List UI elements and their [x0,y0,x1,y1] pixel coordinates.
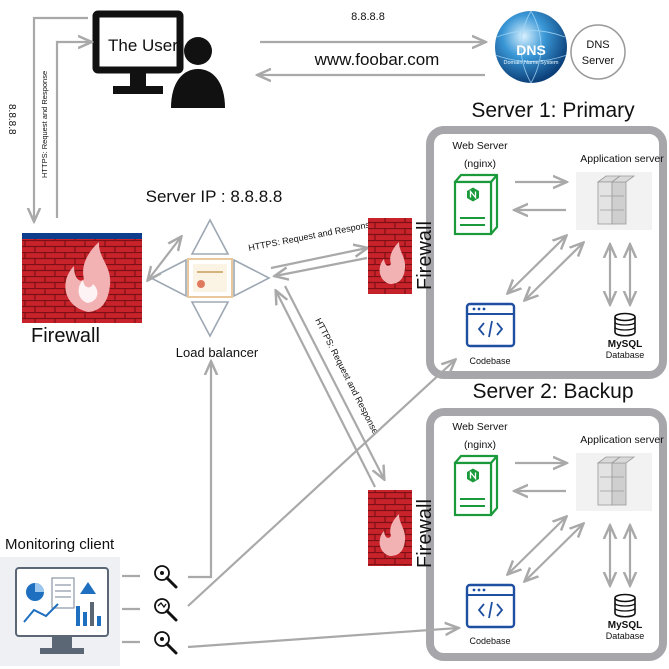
server2-title: Server 2: Backup [472,380,633,403]
server2-firewall-icon [368,490,412,566]
monitoring-client-icon [0,557,120,666]
dns-subtitle: Domain Name System [503,60,558,66]
dns-domain-label: www.foobar.com [314,50,440,69]
server2-webserver-label-2: (nginx) [464,439,496,451]
arrow-monitor-to-server2 [187,628,458,649]
arrow-s1-codebase-app-2 [525,243,583,300]
arrow-s2-codebase-app-2 [525,524,583,581]
arrow-backup-to-lb [276,291,376,488]
arrow-lb-to-backup [284,285,384,479]
dns-server-label-1: DNS [586,39,609,51]
dns-node: DNS Domain Name System DNS Server [494,10,626,84]
server2-box [426,408,667,661]
server2-firewall-label: Firewall [414,499,436,568]
arrow-monitor-to-lb [188,362,211,579]
server2-db-icon [614,593,636,618]
arrow-primary-to-lb [275,256,368,276]
server2-appserver-label: Application server [580,434,664,446]
server1-webserver-label-1: Web Server [452,140,508,152]
server2-codebase-label: Codebase [469,636,510,646]
arrow-lb-to-primary [270,248,367,270]
monitor-agent-3 [154,631,178,655]
server1-firewall-label: Firewall [414,221,436,290]
link-backup-label: HTTPS: Request and Response [313,316,380,435]
server1-codebase-icon [465,302,516,348]
server-ip-label: Server IP : 8.8.8.8 [146,187,283,206]
server1-nginx-icon [453,173,499,236]
server1-title: Server 1: Primary [471,99,635,122]
server1-codebase-label: Codebase [469,356,510,366]
dns-server-circle [570,24,626,80]
dns-badge: DNS [516,42,546,58]
link-primary-label: HTTPS: Request and Response [247,219,375,253]
server2-appserver-icon [576,453,652,511]
left-ip-label: 8.8.8.8 [6,104,17,135]
dns-server-label-2: Server [582,55,615,67]
server1-db-name: MySQL [608,339,642,350]
monitor-agent-2 [154,598,178,622]
server1-firewall-icon [368,218,412,294]
firewall-main-label: Firewall [31,325,100,347]
server2-codebase-icon [465,583,516,629]
server2-nginx-icon [453,454,499,517]
arrow-user-to-firewall [34,16,88,221]
left-https-label: HTTPS: Request and Response [40,71,49,178]
load-balancer-icon [149,218,271,338]
server2-db-label: Database [606,631,645,641]
server1-db-label: Database [606,350,645,360]
arrow-monitor-to-server1 [187,360,455,607]
arrow-s1-codebase-app-1 [508,236,566,293]
firewall-icon [22,233,142,323]
load-balancer-label: Load balancer [176,345,259,360]
dns-ip-label: 8.8.8.8 [351,11,385,23]
arrow-s2-codebase-app-1 [508,517,566,574]
globe-icon [494,10,568,84]
server1-appserver-icon [576,172,652,230]
server2-db-name: MySQL [608,620,642,631]
arrow-firewall-lb [148,237,181,280]
monitoring-label: Monitoring client [5,536,115,553]
person-icon [171,37,225,108]
server1-webserver-label-2: (nginx) [464,158,496,170]
user-node: The User [92,10,225,108]
arrow-firewall-to-user [55,42,91,218]
user-label: The User [108,36,178,55]
server1-appserver-label: Application server [580,153,664,165]
monitor-agent-1 [154,565,178,589]
server1-db-icon [614,312,636,337]
server2-webserver-label-1: Web Server [452,421,508,433]
server1-box [426,126,667,379]
